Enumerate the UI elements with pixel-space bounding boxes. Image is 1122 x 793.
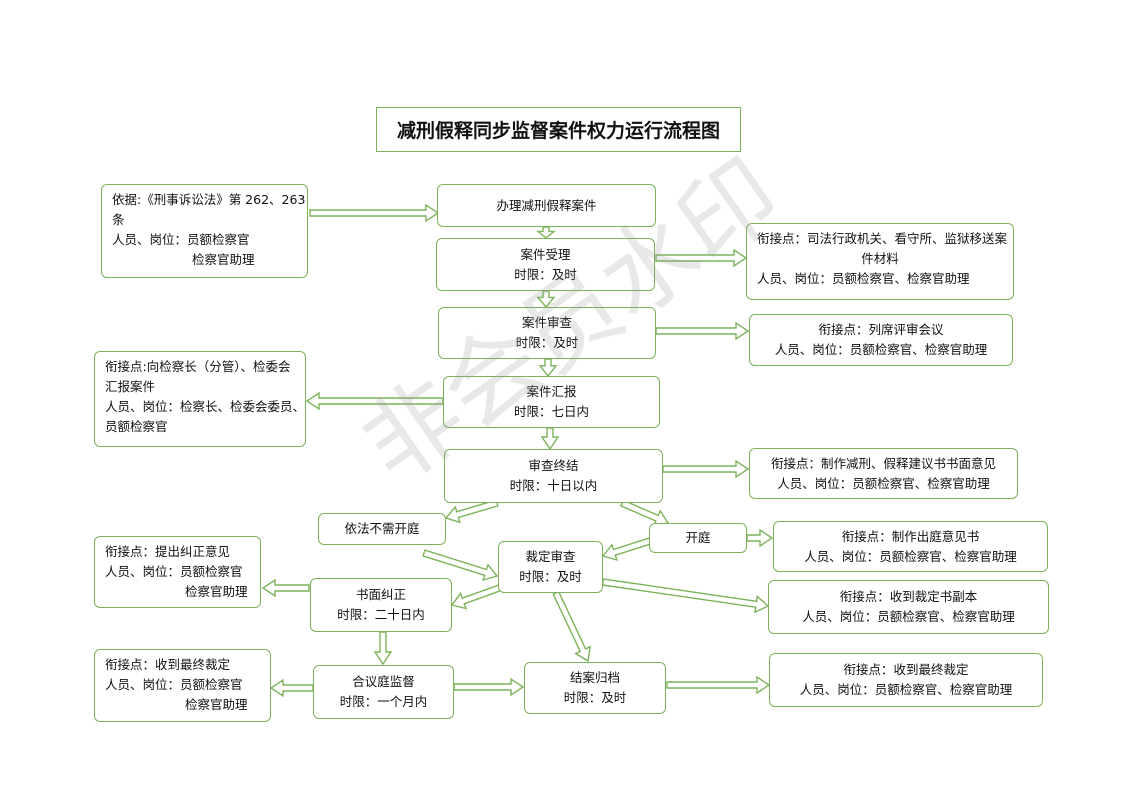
node-text-line: 合议庭监督 [352, 674, 415, 689]
node-text-line: 检察官助理 [192, 252, 255, 267]
node-text-line: 时限：及时 [563, 690, 627, 705]
arrow-court-to-link [746, 528, 774, 548]
node-panel-link: 衔接点：收到最终裁定人员、岗位：员额检察官检察官助理 [94, 649, 271, 722]
node-archive-link: 衔接点：收到最终裁定人员、岗位：员额检察官、检察官助理 [769, 653, 1043, 707]
arrow-accept-to-link [655, 248, 748, 268]
node-handle-case: 办理减刑假释案件 [437, 184, 656, 227]
node-text-line: 办理减刑假释案件 [496, 197, 597, 213]
node-text-line: 结案归档 [569, 670, 620, 685]
node-text-line: 开庭 [685, 530, 711, 545]
arrow-final-to-court [619, 499, 670, 527]
node-text-line: 案件汇报 [526, 384, 577, 399]
arrow-archive-to-link [666, 675, 771, 695]
node-text-line: 衔接点：收到裁定书副本 [839, 589, 978, 604]
node-case-review: 案件审查时限：及时 [438, 307, 656, 359]
node-text-line: 人员、岗位：检察长、检委会委员、 [105, 399, 306, 414]
node-text-line: 书面纠正 [355, 587, 406, 602]
node-text-line: 时限：及时 [515, 335, 579, 350]
node-text-line: 时限：一个月内 [339, 694, 428, 709]
arrow-ruling-to-archive [552, 590, 591, 663]
node-text-line: 条 [112, 212, 125, 227]
node-case-report: 案件汇报时限：七日内 [443, 376, 660, 428]
node-acceptance-link: 衔接点：司法行政机关、看守所、监狱移送案件材料人员、岗位：员额检察官、检察官助理 [746, 223, 1014, 300]
arrow-review-to-link [655, 321, 750, 341]
node-panel-supervision: 合议庭监督时限：一个月内 [313, 665, 454, 719]
arrow-final-to-nocourt [444, 499, 499, 524]
node-text-line: 人员、岗位：员额检察官、检察官助理 [802, 609, 1015, 624]
node-text-line: 人员、岗位：员额检察官 [112, 232, 250, 247]
node-text-line: 时限：二十日内 [337, 607, 425, 622]
arrow-correction-to-panel [373, 631, 393, 666]
arrow-final-to-link [662, 459, 750, 479]
arrow-ruling-to-correction [450, 583, 504, 610]
node-text-line: 人员、岗位：员额检察官、检察官助理 [757, 271, 970, 286]
arrow-ruling-to-link [601, 578, 770, 614]
node-text-line: 裁定审查 [525, 549, 576, 564]
node-court-link: 衔接点：制作出庭意见书人员、岗位：员额检察官、检察官助理 [773, 521, 1048, 572]
node-final-review-link: 衔接点：制作减刑、假释建议书书面意见人员、岗位：员额检察官、检察官助理 [749, 448, 1018, 499]
node-text-line: 依法不需开庭 [344, 521, 420, 536]
node-text-line: 人员、岗位：员额检察官 [105, 564, 243, 579]
node-text-line: 衔接点:向检察长（分管）、检委会 [105, 359, 291, 374]
node-text-line: 人员、岗位：员额检察官、检察官助理 [804, 548, 1017, 564]
node-text-line: 案件审查 [521, 315, 572, 330]
node-text-line: 审查终结 [528, 458, 579, 473]
node-text-line: 案件受理 [520, 246, 571, 262]
arrow-review-to-report [538, 358, 558, 378]
node-text-line: 时限：十日以内 [509, 478, 598, 493]
node-text-line: 人员、岗位：员额检察官、检察官助理 [774, 342, 988, 357]
node-text-line: 依据:《刑事诉讼法》第 262、263 [112, 192, 306, 207]
page-title: 减刑假释同步监督案件权力运行流程图 [376, 107, 741, 152]
node-text-line: 时限：及时 [519, 569, 582, 584]
node-text-line: 衔接点：列席评审会议 [818, 322, 944, 337]
node-case-acceptance: 案件受理时限：及时 [436, 238, 655, 291]
arrow-handle-to-accept [536, 226, 556, 239]
node-text-line: 人员、岗位：员额检察官 [105, 677, 243, 692]
arrow-report-to-final [540, 427, 560, 451]
node-text-line: 件材料 [861, 251, 899, 266]
node-review-link: 衔接点：列席评审会议人员、岗位：员额检察官、检察官助理 [749, 314, 1013, 366]
node-ruling-review: 裁定审查时限：及时 [498, 541, 603, 593]
node-text-line: 时限：七日内 [513, 404, 589, 419]
node-text-line: 人员、岗位：员额检察官、检察官助理 [799, 682, 1013, 697]
arrow-court-to-ruling [601, 537, 652, 562]
node-court: 开庭 [649, 523, 747, 553]
node-basis: 依据:《刑事诉讼法》第 262、263 条人员、岗位：员额检察官检察官助理 [101, 184, 308, 278]
node-text-line: 衔接点：制作出庭意见书 [841, 528, 980, 544]
node-text-line: 汇报案件 [105, 379, 156, 394]
node-ruling-link: 衔接点：收到裁定书副本人员、岗位：员额检察官、检察官助理 [768, 580, 1049, 634]
node-text-line: 衔接点：收到最终裁定 [843, 662, 969, 677]
node-text-line: 衔接点：提出纠正意见 [105, 544, 231, 559]
arrow-accept-to-review [536, 290, 556, 309]
arrow-panel-to-archive [453, 677, 525, 697]
node-final-review: 审查终结时限：十日以内 [444, 449, 663, 503]
node-text-line: 人员、岗位：员额检察官、检察官助理 [777, 475, 990, 491]
arrow-nocourt-to-ruling [422, 549, 499, 582]
node-no-court: 依法不需开庭 [318, 513, 446, 545]
node-written-correction: 书面纠正时限：二十日内 [310, 578, 452, 632]
node-text-line: 时限：及时 [514, 266, 577, 282]
node-text-line: 检察官助理 [185, 697, 248, 712]
node-correction-link: 衔接点：提出纠正意见人员、岗位：员额检察官检察官助理 [94, 536, 261, 608]
arrow-correction-to-link [261, 578, 310, 598]
node-text-line: 员额检察官 [105, 419, 168, 434]
node-report-link: 衔接点:向检察长（分管）、检委会汇报案件人员、岗位：检察长、检委会委员、员额检察… [94, 351, 306, 447]
arrow-panel-to-link [269, 678, 314, 698]
node-text-line: 检察官助理 [185, 584, 248, 599]
arrow-report-to-link [305, 391, 444, 411]
node-text-line: 衔接点：制作减刑、假释建议书书面意见 [770, 455, 996, 471]
node-text-line: 衔接点：收到最终裁定 [105, 657, 231, 672]
node-text-line: 衔接点：司法行政机关、看守所、监狱移送案 [757, 231, 1008, 246]
arrow-basis-to-handle [309, 203, 440, 223]
node-archive: 结案归档时限：及时 [524, 662, 666, 714]
